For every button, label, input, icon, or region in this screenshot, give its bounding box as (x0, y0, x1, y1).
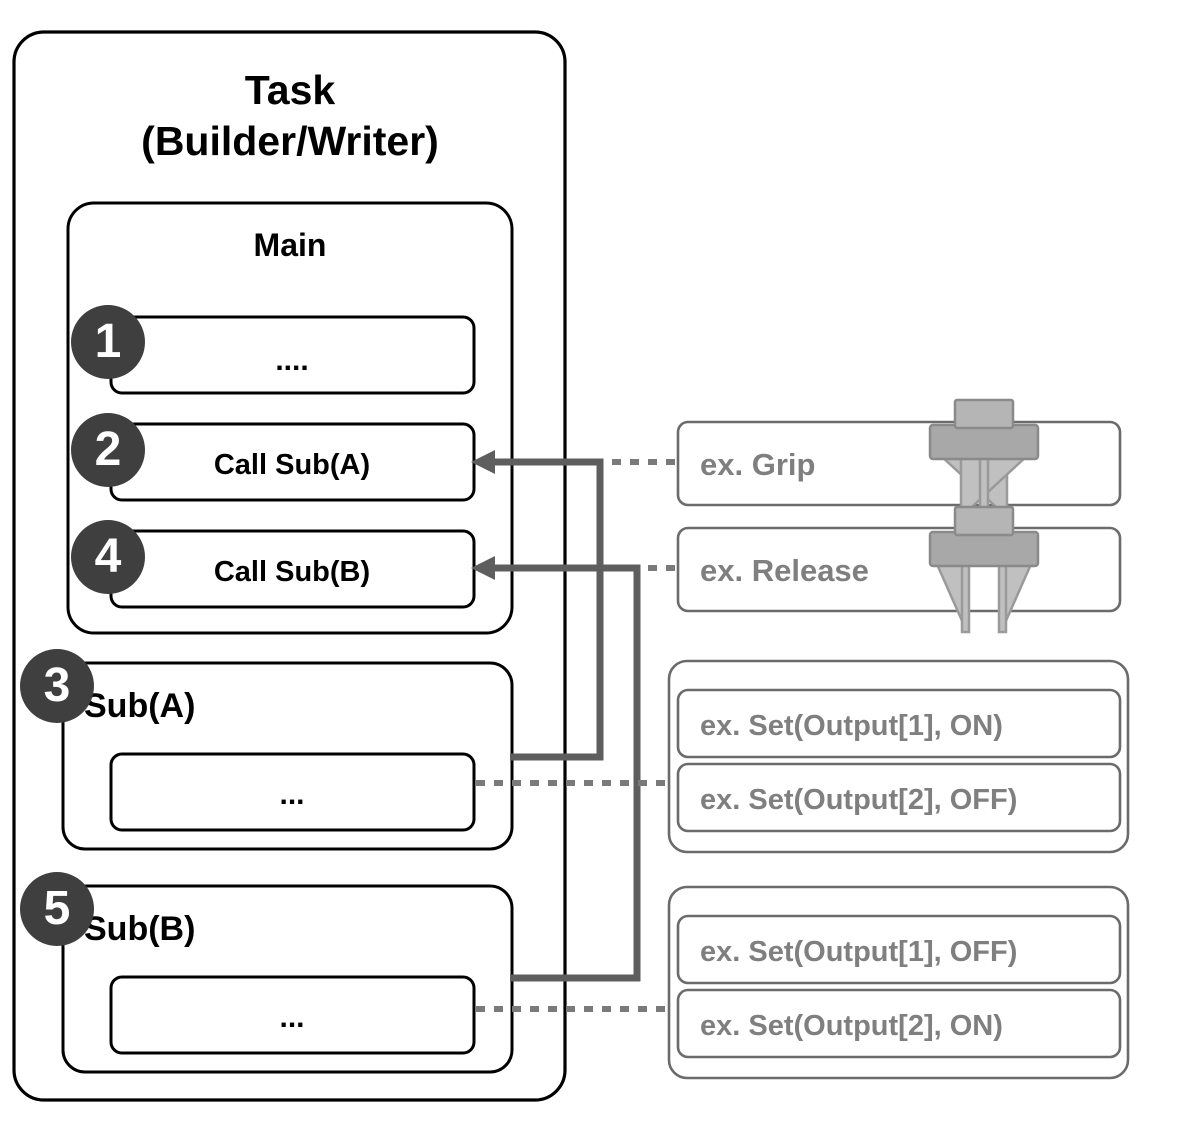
sub-a-body-box[interactable] (109, 752, 476, 832)
output-group-1-item-1-box[interactable] (676, 688, 1122, 759)
step-badge-5-label: 5 (44, 882, 71, 935)
step-badge-3: 3 (20, 649, 94, 723)
output-group-2-item-2-label: ex. Set(Output[2], ON) (700, 1010, 1003, 1042)
step-badge-3-label: 3 (44, 659, 71, 712)
output-group-1-item-2-box[interactable] (676, 762, 1122, 833)
sub-b-body-label: ... (279, 1001, 304, 1034)
task-title-line1: Task (245, 67, 336, 113)
return-arrow-sub-a-path (485, 458, 604, 761)
main-container (66, 201, 514, 635)
sub-b-title: Sub(B) (84, 910, 195, 948)
step-badge-4-label: 4 (95, 530, 122, 583)
step-badge-4: 4 (71, 520, 145, 594)
main-step-4-label: Call Sub(B) (214, 556, 370, 588)
return-arrow-sub-b-path (485, 564, 641, 982)
step-badge-2: 2 (71, 413, 145, 487)
gripper-closed-icon (928, 398, 1040, 520)
main-step-1-label: .... (275, 344, 308, 377)
output-group-2-item-1-label: ex. Set(Output[1], OFF) (700, 936, 1017, 968)
sub-a-title: Sub(A) (84, 687, 195, 725)
step-badge-2-label: 2 (95, 423, 122, 476)
output-group-2-item-1-box[interactable] (676, 914, 1122, 985)
action-release-label: ex. Release (700, 553, 869, 588)
step-badge-1-label: 1 (95, 315, 122, 368)
return-arrow-sub-a-head (471, 450, 495, 474)
step-badge-1: 1 (71, 305, 145, 379)
output-group-1-item-2-label: ex. Set(Output[2], OFF) (700, 784, 1017, 816)
sub-a-body-label: ... (279, 778, 304, 811)
task-title-line2: (Builder/Writer) (141, 118, 439, 164)
output-group-1-item-1-label: ex. Set(Output[1], ON) (700, 710, 1003, 742)
main-title: Main (254, 227, 327, 263)
step-badge-5: 5 (20, 872, 94, 946)
action-grip-label: ex. Grip (700, 447, 815, 482)
main-step-2-label: Call Sub(A) (214, 449, 370, 481)
return-arrow-sub-b-head (471, 556, 495, 580)
output-group-2-item-2-box[interactable] (676, 988, 1122, 1059)
gripper-open-icon (928, 505, 1040, 634)
sub-b-body-box[interactable] (109, 975, 476, 1055)
